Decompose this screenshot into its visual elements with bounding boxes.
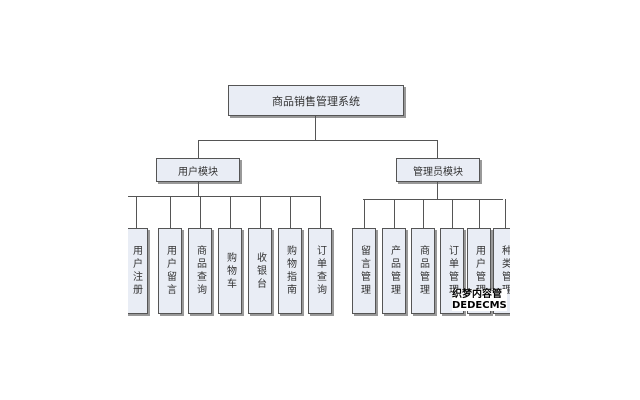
connector bbox=[452, 199, 453, 228]
admin-module-node: 管理员模块 bbox=[396, 158, 480, 182]
crop-mask-right bbox=[510, 0, 640, 400]
leaf-label: 商品管理 bbox=[417, 245, 429, 297]
connector bbox=[423, 199, 424, 228]
connector bbox=[394, 199, 395, 228]
root-label: 商品销售管理系统 bbox=[272, 94, 360, 108]
connector bbox=[200, 196, 201, 228]
leaf-label: 订单管理 bbox=[446, 245, 458, 297]
connector bbox=[364, 199, 365, 228]
connector bbox=[136, 196, 137, 228]
connector bbox=[198, 140, 438, 141]
connector bbox=[198, 182, 199, 196]
connector bbox=[437, 182, 438, 199]
crop-mask-left bbox=[0, 0, 128, 400]
leaf-label: 商品查询 bbox=[194, 245, 206, 297]
leaf-node: 购物车 bbox=[218, 228, 242, 314]
user-module-label: 用户模块 bbox=[178, 166, 218, 178]
leaf-label: 用户注册 bbox=[130, 245, 142, 297]
connector bbox=[363, 199, 503, 200]
user-module-node: 用户模块 bbox=[156, 158, 240, 182]
leaf-label: 产品管理 bbox=[388, 245, 400, 297]
connector bbox=[290, 196, 291, 228]
leaf-node: 商品查询 bbox=[188, 228, 212, 314]
watermark-line1: 织梦内容管 bbox=[452, 289, 502, 300]
connector bbox=[170, 196, 171, 228]
leaf-label: 用户留言 bbox=[164, 245, 176, 297]
connector bbox=[479, 199, 480, 228]
leaf-label: 购物车 bbox=[224, 251, 236, 291]
leaf-label: 购物指南 bbox=[284, 245, 296, 297]
leaf-node: 收银台 bbox=[248, 228, 272, 314]
leaf-node: 用户留言 bbox=[158, 228, 182, 314]
leaf-node: 商品管理 bbox=[411, 228, 435, 314]
connector bbox=[320, 196, 321, 228]
leaf-node: 产品管理 bbox=[382, 228, 406, 314]
leaf-node: 留言管理 bbox=[352, 228, 376, 314]
connector bbox=[505, 199, 506, 228]
leaf-label: 收银台 bbox=[254, 251, 266, 291]
connector bbox=[260, 196, 261, 228]
connector bbox=[315, 116, 316, 140]
leaf-label: 留言管理 bbox=[358, 245, 370, 297]
leaf-label: 用户管理 bbox=[473, 245, 485, 297]
leaf-node: 购物指南 bbox=[278, 228, 302, 314]
admin-module-label: 管理员模块 bbox=[413, 166, 463, 178]
leaf-label: 种类管理 bbox=[499, 245, 511, 297]
connector bbox=[128, 196, 321, 197]
connector bbox=[198, 140, 199, 158]
leaf-label: 订单查询 bbox=[314, 245, 326, 297]
connector bbox=[437, 140, 438, 158]
leaf-node: 订单查询 bbox=[308, 228, 332, 314]
root-node: 商品销售管理系统 bbox=[228, 85, 404, 116]
connector bbox=[230, 196, 231, 228]
watermark-line2: DEDECMS bbox=[452, 300, 507, 311]
